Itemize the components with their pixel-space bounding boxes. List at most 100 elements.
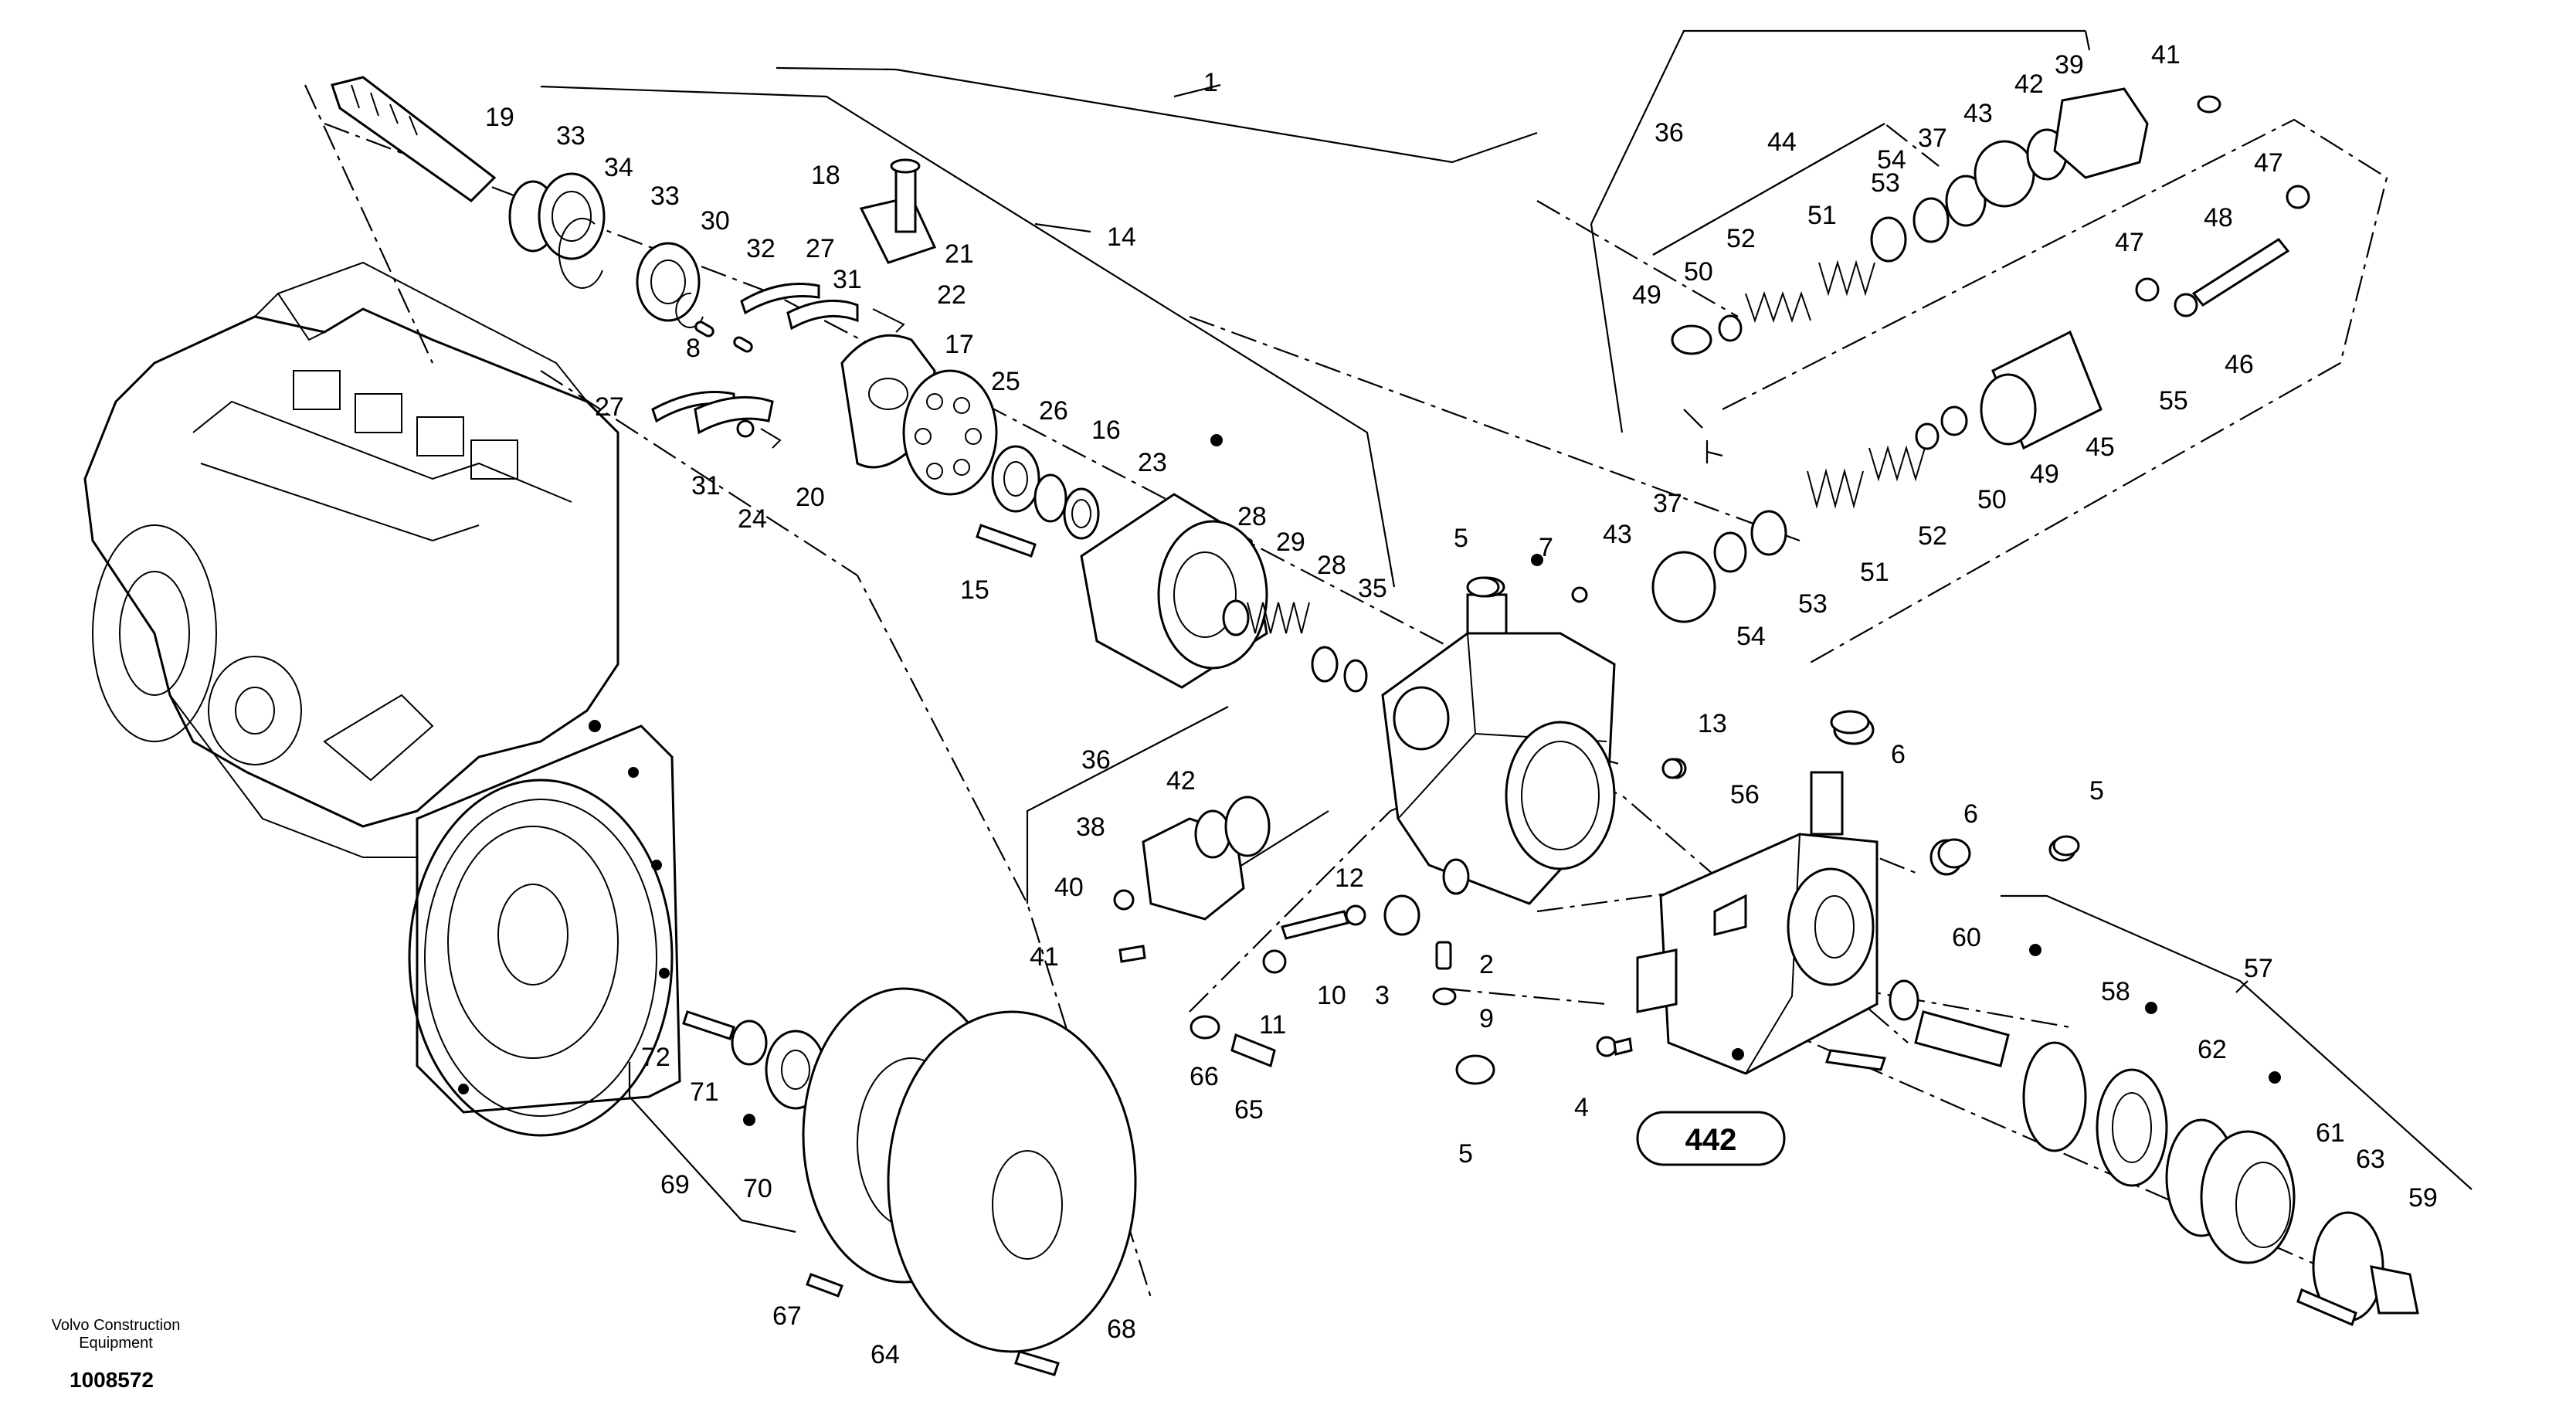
callout-label: 32 [746, 234, 776, 263]
callout-label: 68 [1107, 1315, 1136, 1344]
callout-label: 18 [811, 161, 840, 190]
callout-label: 12 [1335, 863, 1364, 893]
callout-label: 2 [1479, 950, 1494, 979]
credit-block: Volvo Construction Equipment 1008572 [52, 1317, 181, 1392]
callout-label: 36 [1081, 745, 1111, 775]
callout-label: 50 [1684, 257, 1713, 287]
callout-label: 7 [1539, 533, 1553, 562]
callout-label: 56 [1730, 780, 1760, 809]
callout-label: 19 [485, 103, 514, 132]
callout-label: 14 [1107, 222, 1136, 252]
callout-label: 13 [1698, 709, 1727, 738]
callout-label: 41 [2151, 40, 2181, 70]
callout-label: 47 [2115, 228, 2144, 257]
callout-label: 42 [1166, 766, 1196, 796]
callout-label: 37 [1653, 489, 1682, 518]
callout-label: 46 [2225, 350, 2254, 379]
callout-label: 63 [2356, 1145, 2385, 1174]
callout-label: 21 [945, 239, 974, 269]
callout-label: 43 [1963, 99, 1993, 128]
callout-label: 49 [2030, 460, 2059, 489]
callout-label: 36 [1655, 118, 1684, 148]
callout-label: 53 [1871, 168, 1900, 198]
callout-label: 45 [2086, 433, 2115, 462]
engine-illustration [83, 261, 681, 1137]
callout-label: 26 [1039, 396, 1068, 426]
callout-label: 29 [1276, 528, 1305, 557]
callout-label: 57 [2244, 954, 2273, 983]
callout-label: 8 [686, 334, 701, 363]
callout-label: 5 [2089, 776, 2104, 806]
callout-label: 4 [1574, 1093, 1589, 1122]
callout-labels: 1 19 33 34 33 30 32 27 31 18 21 22 17 8 … [485, 40, 2438, 1369]
leader-lines [540, 29, 2472, 1233]
callout-label: 62 [2198, 1035, 2227, 1064]
callout-label: 15 [960, 575, 989, 605]
callout-label: 27 [806, 234, 835, 263]
callout-label: 17 [945, 330, 974, 359]
credit-line-2: Equipment [79, 1335, 153, 1352]
reference-box-442: 442 [1636, 1111, 1786, 1166]
callout-label: 54 [1877, 145, 1906, 175]
callout-label: 52 [1918, 521, 1947, 551]
callout-label: 22 [937, 280, 966, 310]
callout-label: 1 [1203, 68, 1218, 97]
callout-label: 50 [1977, 485, 2007, 514]
reference-box-label: 442 [1685, 1123, 1737, 1157]
callout-label: 34 [604, 153, 633, 182]
callout-label: 58 [2101, 977, 2130, 1006]
callout-label: 41 [1030, 942, 1059, 972]
callout-label: 69 [660, 1170, 690, 1199]
callout-label: 67 [772, 1301, 802, 1331]
callout-label: 24 [738, 504, 767, 534]
callout-label: 16 [1091, 416, 1121, 445]
callout-label: 20 [796, 483, 825, 512]
callout-label: 70 [743, 1174, 772, 1203]
callout-label: 33 [650, 182, 680, 211]
callout-label: 28 [1237, 502, 1267, 531]
callout-label: 48 [2204, 203, 2233, 232]
callout-label: 42 [2014, 70, 2044, 99]
callout-label: 38 [1076, 813, 1105, 842]
callout-label: 3 [1375, 981, 1390, 1010]
callout-label: 27 [595, 392, 624, 422]
callout-label: 72 [641, 1043, 670, 1072]
callout-label: 28 [1317, 551, 1346, 580]
callout-label: 51 [1860, 558, 1889, 587]
callout-label: 43 [1603, 520, 1632, 549]
callout-label: 64 [871, 1340, 900, 1369]
callout-label: 51 [1807, 201, 1837, 230]
callout-label: 6 [1963, 799, 1978, 829]
callout-label: 47 [2254, 148, 2283, 178]
callout-label: 11 [1259, 1010, 1286, 1040]
callout-label: 66 [1190, 1062, 1219, 1091]
callout-label: 40 [1054, 873, 1084, 902]
callout-label: 33 [556, 121, 585, 151]
callout-label: 23 [1138, 448, 1167, 477]
callout-label: 9 [1479, 1004, 1494, 1033]
parts-illustrations [331, 76, 2419, 1376]
callout-label: 5 [1454, 524, 1468, 553]
callout-label: 39 [2055, 50, 2084, 80]
callout-label: 35 [1358, 574, 1387, 603]
callout-label: 49 [1632, 280, 1661, 310]
callout-label: 55 [2159, 386, 2188, 416]
document-number: 1008572 [70, 1368, 154, 1392]
callout-label: 53 [1798, 589, 1828, 619]
callout-label: 60 [1952, 923, 1981, 952]
callout-label: 30 [701, 206, 730, 236]
callout-label: 71 [690, 1077, 719, 1107]
credit-line-1: Volvo Construction [52, 1317, 181, 1334]
callout-label: 61 [2316, 1118, 2345, 1148]
callout-label: 52 [1726, 224, 1756, 253]
callout-label: 59 [2408, 1183, 2438, 1213]
callout-label: 5 [1458, 1139, 1473, 1169]
callout-label: 44 [1767, 127, 1797, 157]
callout-label: 54 [1736, 622, 1766, 651]
callout-label: 25 [991, 367, 1020, 396]
callout-label: 6 [1891, 740, 1906, 769]
callout-label: 10 [1317, 981, 1346, 1010]
callout-label: 31 [691, 471, 721, 500]
callout-label: 37 [1918, 124, 1947, 153]
